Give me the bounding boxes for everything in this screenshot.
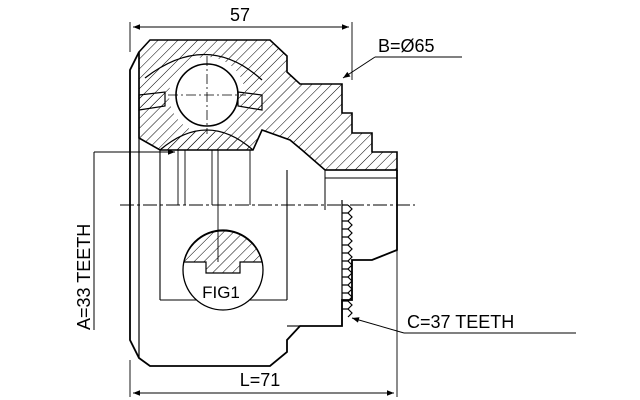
fig1-detail-hatch <box>183 230 263 274</box>
fig1-label: FIG1 <box>202 283 240 302</box>
dim-c-leader <box>351 317 405 334</box>
dim-c-text: C=37 TEETH <box>407 312 514 332</box>
bell-outline <box>129 51 398 367</box>
outer-spline-teeth <box>341 200 353 326</box>
dim-b-leader <box>342 56 376 79</box>
dim-b-text: B=Ø65 <box>378 36 435 56</box>
cage-arc-lower <box>159 129 254 151</box>
cage-arc-upper <box>144 53 263 81</box>
dim-a-text: A=33 TEETH <box>74 224 94 330</box>
race-right <box>237 91 263 111</box>
dim-l-text: L=71 <box>240 370 281 390</box>
dim-57-text: 57 <box>230 5 250 25</box>
